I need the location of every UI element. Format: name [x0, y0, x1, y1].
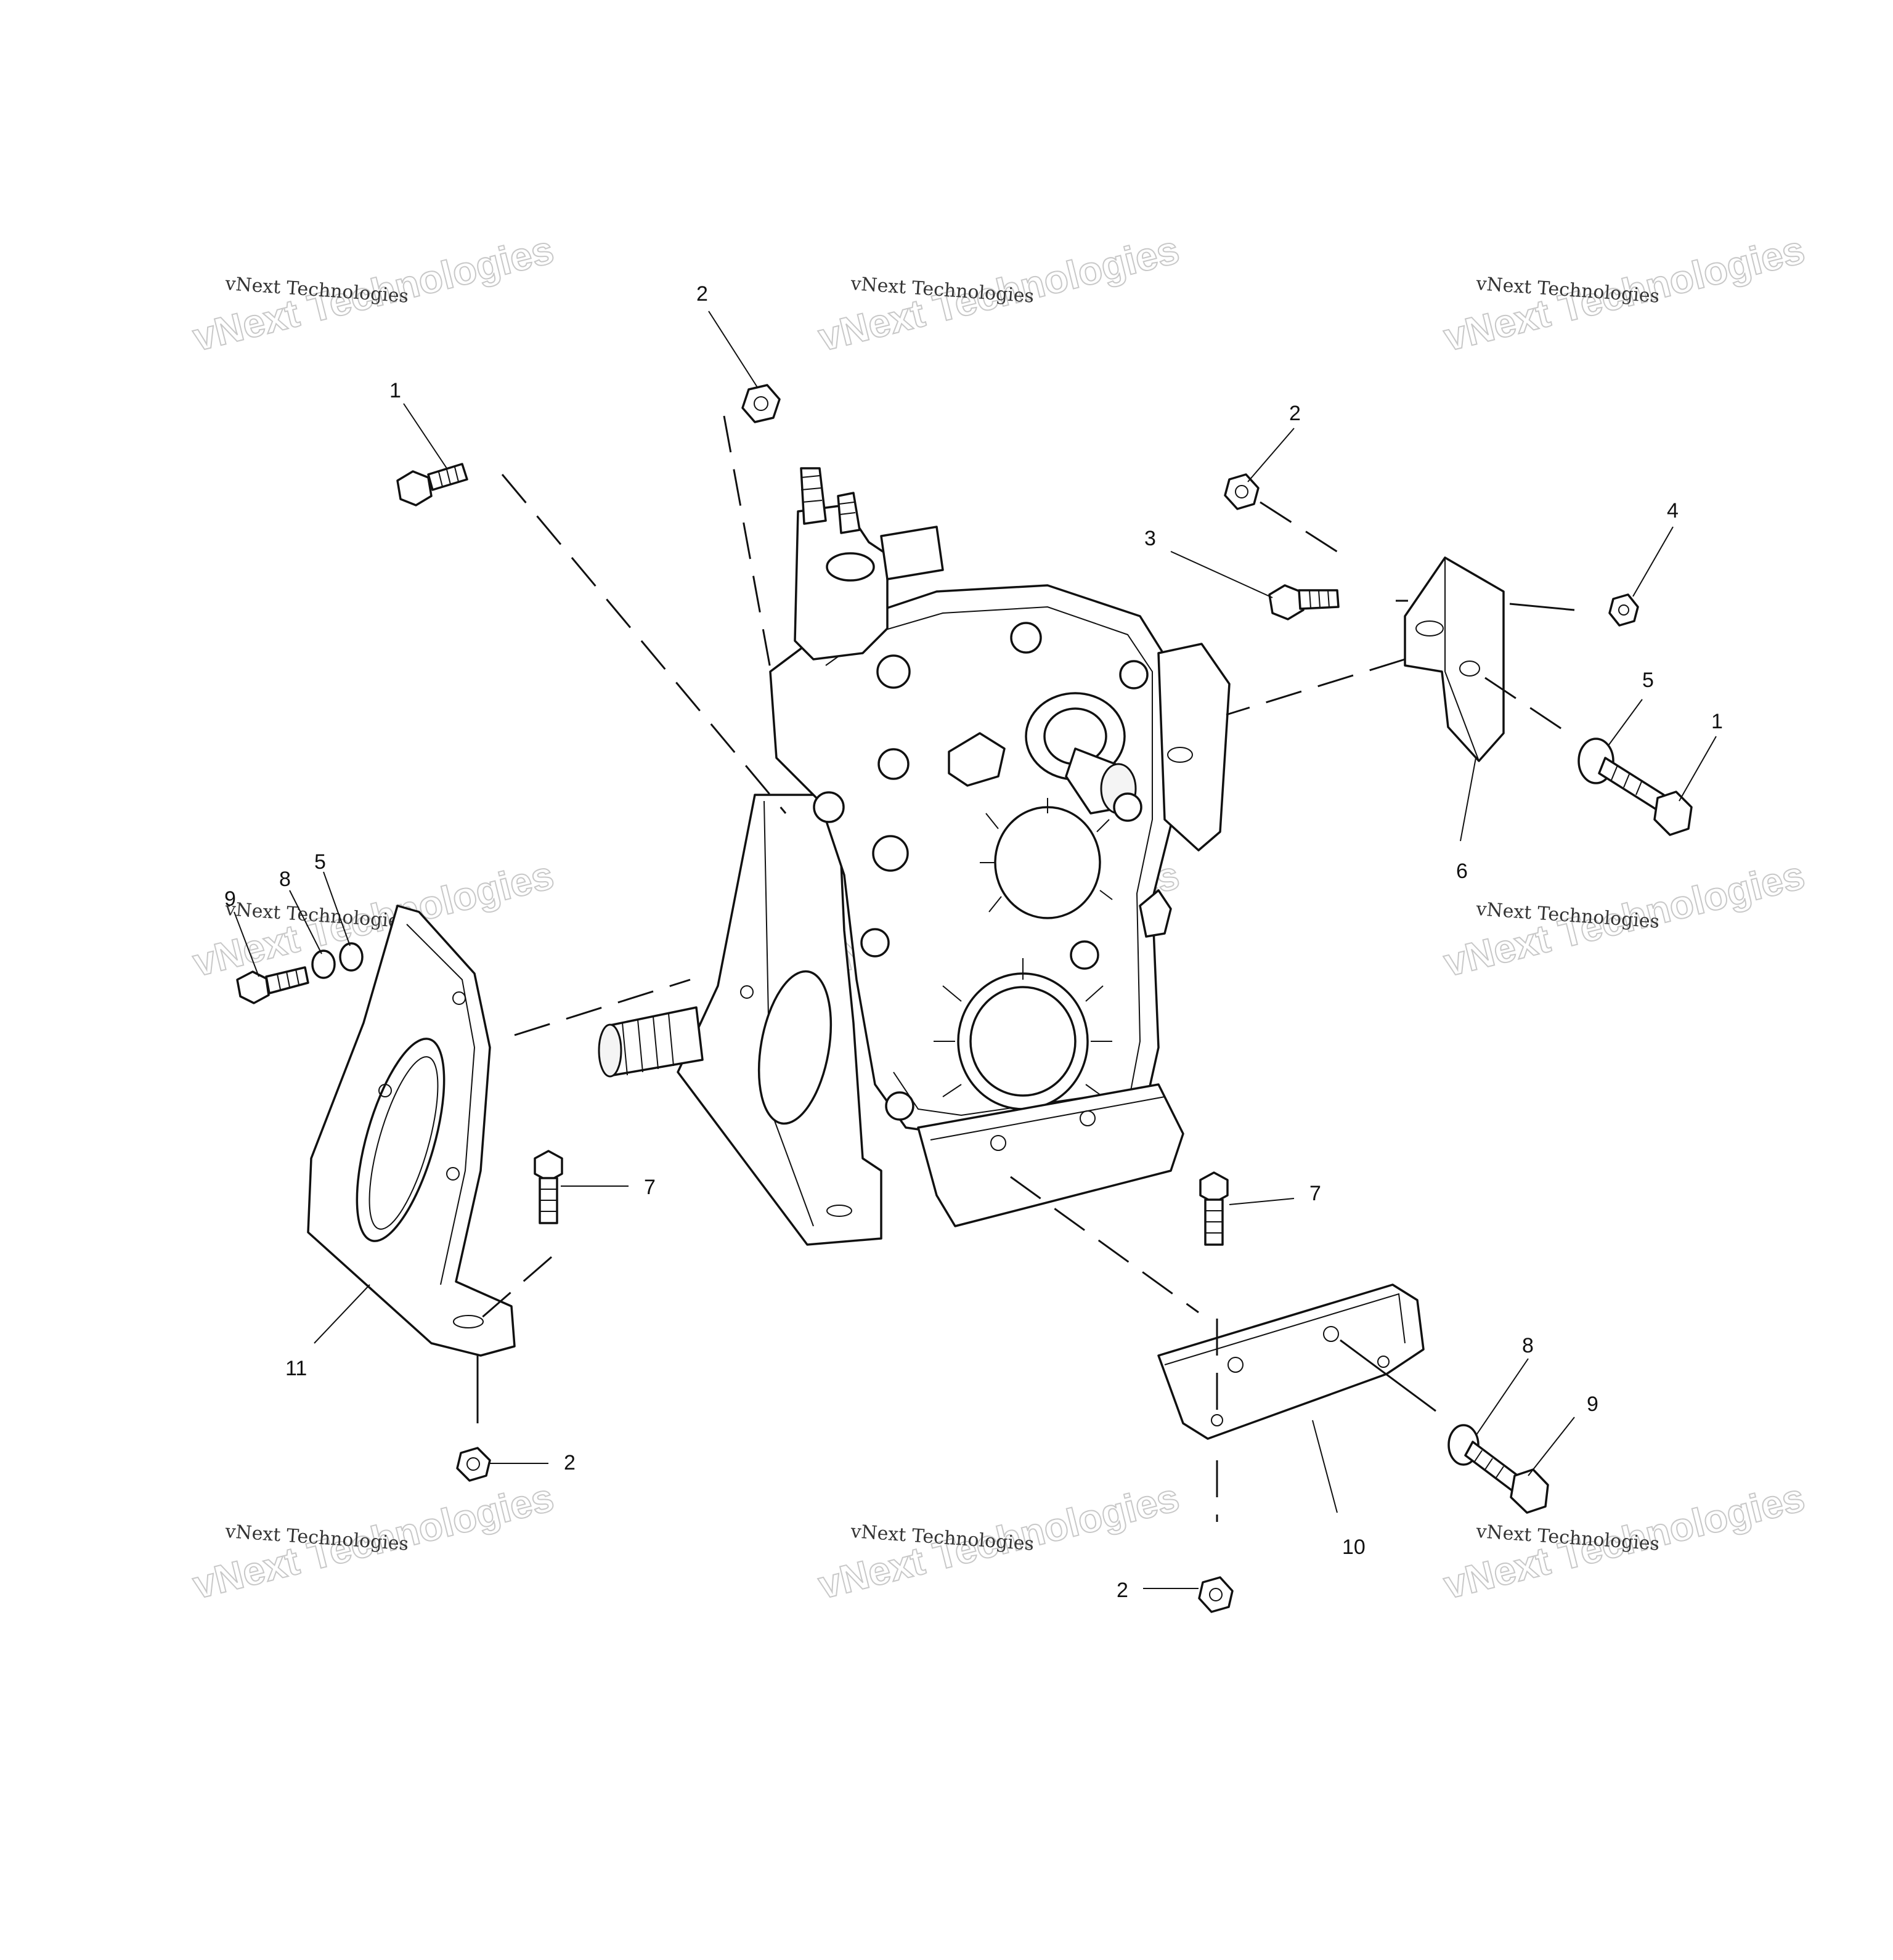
callout-8-right: 8	[1522, 1334, 1534, 1357]
callout-7-right: 7	[1309, 1182, 1321, 1205]
leader-lines	[234, 311, 1717, 1589]
nut-far-right	[1608, 593, 1639, 627]
bolt-top-left	[396, 463, 468, 506]
watermark-middle-left: vNext Technologies vNext Technologies	[188, 852, 558, 986]
callout-labels: 1 2 2 3 4 5 1 6 9 8 5 7 7 11 2 8 9 10 2	[224, 282, 1723, 1602]
callout-5-left: 5	[314, 850, 326, 874]
nut-upper-right	[1224, 473, 1260, 510]
callout-2-bottom-left: 2	[564, 1451, 576, 1474]
callout-10: 10	[1342, 1535, 1366, 1559]
bolt-bottom-right-with-washer	[1447, 1424, 1549, 1514]
callout-8-left: 8	[279, 868, 291, 891]
bolt-item-7-left	[534, 1150, 563, 1224]
callout-5-right: 5	[1642, 669, 1654, 692]
callout-7-left: 7	[644, 1176, 656, 1199]
callout-6: 6	[1456, 860, 1468, 883]
callout-2-upper-right: 2	[1289, 402, 1301, 425]
watermark-bottom-right: vNext Technologies vNext Technologies	[1439, 1474, 1809, 1608]
watermark-bottom-left: vNext Technologies vNext Technologies	[188, 1474, 558, 1608]
assembly-lines	[476, 415, 1575, 1522]
bolt-left-with-washers	[236, 942, 364, 1004]
callout-11: 11	[285, 1357, 307, 1380]
bolt-item-7-right	[1199, 1171, 1229, 1246]
nut-top-center	[741, 384, 781, 423]
left-mounting-bracket	[307, 905, 516, 1357]
callout-4: 4	[1667, 499, 1679, 523]
watermark-top-right: vNext Technologies vNext Technologies	[1439, 227, 1809, 360]
transmission-assembly	[598, 467, 1231, 1246]
bolt-right-with-washer	[1578, 738, 1693, 836]
callout-1-right: 1	[1711, 710, 1723, 733]
right-upper-bracket	[1404, 556, 1505, 762]
callout-2-bottom: 2	[1117, 1579, 1128, 1602]
callout-1-top-left: 1	[389, 379, 401, 402]
callout-3: 3	[1144, 527, 1156, 550]
watermark-top-left: vNext Technologies vNext Technologies	[188, 227, 558, 360]
nut-bottom-left	[456, 1447, 491, 1482]
nut-bottom-center	[1198, 1576, 1234, 1613]
callout-2-top: 2	[696, 282, 708, 306]
lower-right-skid	[1157, 1283, 1425, 1440]
callout-9-left: 9	[224, 887, 236, 911]
bolt-item-3	[1268, 584, 1340, 620]
watermark-top-center: vNext Technologies vNext Technologies	[813, 227, 1184, 360]
callout-9-right: 9	[1587, 1393, 1598, 1416]
watermark-middle-right: vNext Technologies vNext Technologies	[1439, 852, 1809, 986]
